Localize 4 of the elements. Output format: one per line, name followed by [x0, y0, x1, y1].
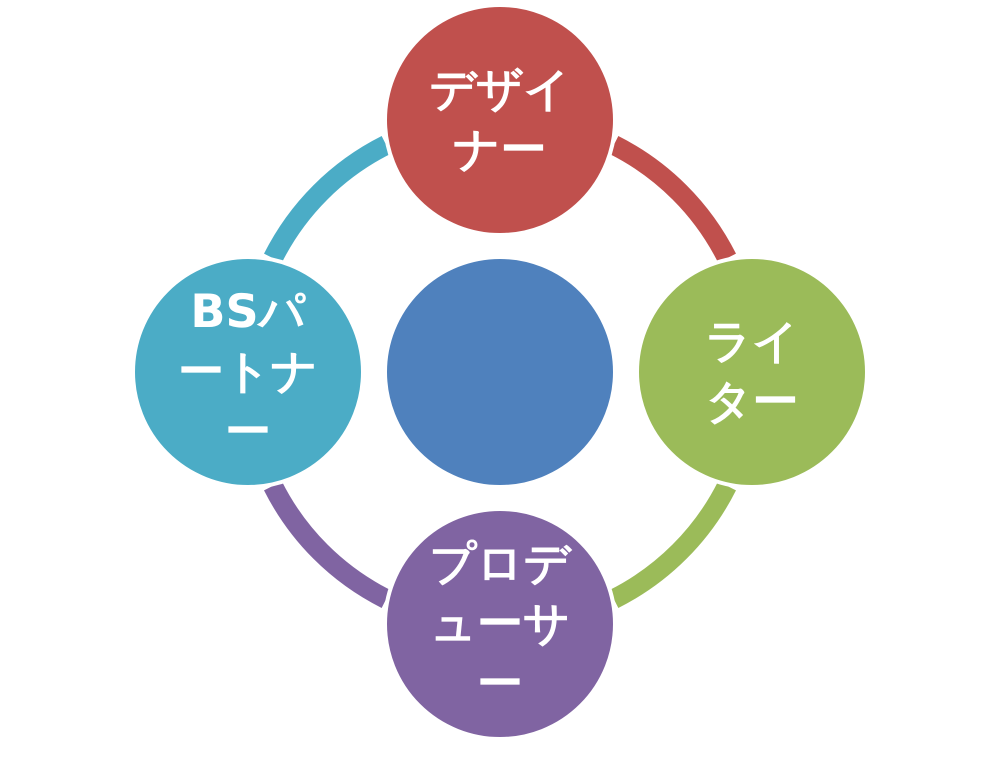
node-label: プロデューサー — [428, 535, 574, 712]
node-label: BSパートナー — [177, 283, 319, 460]
node-label: デザイナー — [428, 61, 572, 178]
node-label: ライター — [704, 313, 800, 430]
